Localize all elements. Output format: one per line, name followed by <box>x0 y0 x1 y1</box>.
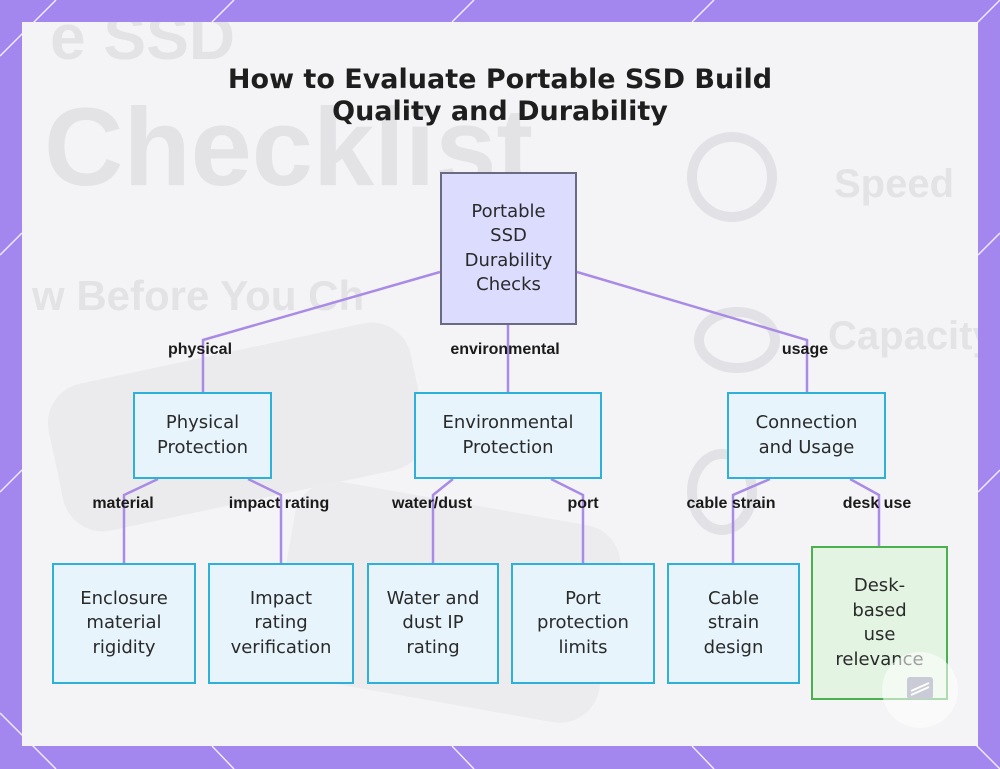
edge-label-cable-strain: cable strain <box>686 495 776 512</box>
bg-partial-heading: e SSD <box>50 22 235 73</box>
edge-environmental-water <box>431 478 454 563</box>
diagram-title: How to Evaluate Portable SSD Build Quali… <box>227 64 773 127</box>
edge-environmental-port <box>550 477 585 563</box>
node-root-durability-checks: Portable SSD Durability Checks <box>440 172 577 325</box>
node-physical-protection: Physical Protection <box>133 392 272 479</box>
edge-label-desk-use: desk use <box>842 495 912 512</box>
edge-label-physical: physical <box>167 341 233 358</box>
node-port-protection-limits: Port protection limits <box>511 563 655 684</box>
node-enclosure-material-rigidity: Enclosure material rigidity <box>52 563 196 684</box>
edge-label-environmental: environmental <box>450 341 560 358</box>
edge-label-usage: usage <box>781 341 829 358</box>
edge-label-impact-rating: impact rating <box>228 495 330 512</box>
edge-physical-impact <box>247 477 283 563</box>
bg-side-word-speed: Speed <box>834 162 955 206</box>
edge-physical-enclosure <box>122 477 159 563</box>
node-cable-strain-design: Cable strain design <box>667 563 800 684</box>
edge-root-usage <box>576 270 809 392</box>
edge-usage-desk <box>849 477 881 547</box>
node-connection-and-usage: Connection and Usage <box>727 392 886 479</box>
bg-subtitle: w Before You Ch <box>32 272 365 319</box>
edge-label-water-dust: water/dust <box>391 495 473 512</box>
logo-badge <box>882 652 958 728</box>
node-environmental-protection: Environmental Protection <box>414 392 602 479</box>
bg-side-word-capacity: Capacity <box>828 314 978 358</box>
edge-label-material: material <box>92 495 154 512</box>
edge-usage-cable <box>731 477 771 563</box>
node-water-dust-ip-rating: Water and dust IP rating <box>367 563 499 684</box>
edge-root-physical <box>201 270 441 392</box>
logo-icon <box>905 675 935 706</box>
node-impact-rating-verification: Impact rating verification <box>208 563 354 684</box>
edge-label-port: port <box>567 495 599 512</box>
